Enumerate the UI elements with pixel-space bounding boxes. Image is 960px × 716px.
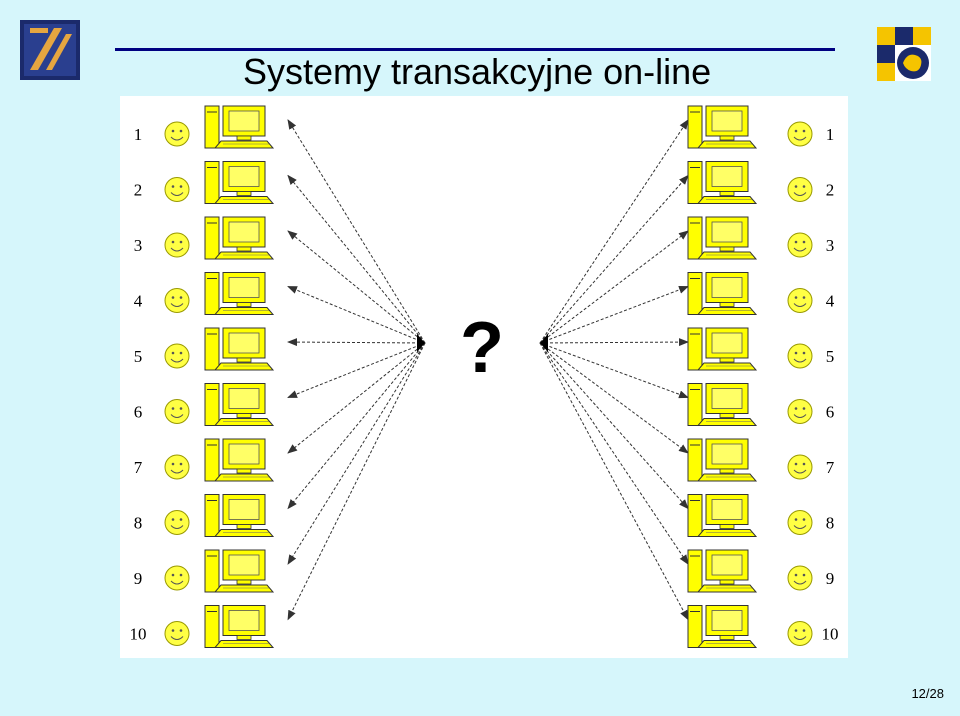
- smiley-icon: [164, 565, 190, 591]
- left-arrow: [287, 174, 426, 344]
- smiley-icon: [164, 232, 190, 258]
- left-user-number: 1: [134, 125, 143, 144]
- right-user-number: 5: [826, 347, 835, 366]
- smiley-icon: [164, 121, 190, 147]
- right-user-number: 1: [826, 125, 835, 144]
- right-user-number: 6: [826, 403, 835, 422]
- left-user-number: 9: [134, 569, 143, 588]
- left-arrow: [287, 342, 426, 565]
- computer-icon: [687, 272, 757, 315]
- left-arrow: [287, 286, 426, 344]
- right-user-number: 8: [826, 514, 835, 533]
- right-arrow: [539, 342, 689, 565]
- right-arrow: [539, 174, 689, 344]
- smiley-icon: [787, 454, 813, 480]
- computer-icon: [687, 494, 757, 537]
- smiley-icon: [787, 121, 813, 147]
- right-user-number: 4: [826, 292, 835, 311]
- computer-icon: [687, 383, 757, 426]
- computer-icon: [204, 605, 274, 648]
- smiley-icon: [787, 343, 813, 369]
- smiley-icon: [787, 565, 813, 591]
- question-mark: ?: [460, 308, 504, 388]
- page-number: 12/28: [911, 686, 944, 701]
- computer-icon: [204, 216, 274, 260]
- smiley-icon: [164, 510, 190, 535]
- right-user-number: 3: [826, 236, 835, 255]
- right-user-number: 2: [826, 181, 835, 200]
- left-user-number: 3: [134, 236, 143, 255]
- right-user-number: 7: [826, 458, 835, 477]
- smiley-icon: [164, 343, 190, 369]
- computer-icon: [204, 161, 274, 204]
- smiley-icon: [164, 288, 190, 313]
- right-arrow: [539, 342, 689, 399]
- right-arrow: [539, 285, 689, 344]
- right-arrow: [539, 342, 689, 454]
- left-user-number: 4: [134, 292, 143, 311]
- computer-icon: [687, 327, 757, 371]
- computer-icon: [687, 216, 757, 260]
- right-hub-arrowhead: [540, 334, 548, 352]
- computer-icon: [204, 105, 274, 149]
- left-arrow: [287, 342, 426, 398]
- left-user-number: 5: [134, 347, 143, 366]
- left-arrow: [287, 342, 426, 454]
- left-user-number: 7: [134, 458, 143, 477]
- university-logo: [20, 20, 80, 80]
- right-arrow: [539, 342, 689, 510]
- left-user-number: 10: [130, 625, 147, 644]
- computer-icon: [687, 438, 757, 482]
- left-arrow: [287, 230, 426, 344]
- right-user-number: 9: [826, 569, 835, 588]
- left-hub-arrowhead: [417, 334, 425, 352]
- right-arrow: [539, 230, 689, 344]
- smiley-icon: [787, 399, 813, 424]
- smiley-icon: [787, 510, 813, 535]
- smiley-icon: [787, 232, 813, 258]
- computer-icon: [204, 438, 274, 482]
- computer-icon: [204, 272, 274, 315]
- network-diagram: 1 2 3 4 5 6 7 8 9 10 1 2 3 4 5 6 7 8 9 10 ?: [130, 105, 839, 648]
- computer-icon: [204, 494, 274, 537]
- smiley-icon: [787, 621, 813, 646]
- title-rule: [115, 48, 835, 51]
- faculty-logo: [877, 27, 931, 81]
- left-user-number: 8: [134, 514, 143, 533]
- smiley-icon: [787, 177, 813, 202]
- right-user-number: 10: [822, 625, 839, 644]
- smiley-icon: [164, 177, 190, 202]
- computer-icon: [687, 161, 757, 204]
- slide-title: Systemy transakcyjne on-line: [243, 51, 712, 92]
- right-arrow: [539, 342, 689, 621]
- right-arrow: [539, 338, 689, 347]
- right-arrow: [539, 119, 689, 344]
- left-arrow: [287, 338, 426, 347]
- diagram-panel: 1 2 3 4 5 6 7 8 9 10 1 2 3 4 5 6 7 8 9 10 ?: [120, 96, 848, 658]
- smiley-icon: [164, 621, 190, 646]
- smiley-icon: [787, 288, 813, 313]
- left-user-number: 2: [134, 181, 143, 200]
- smiley-icon: [164, 454, 190, 480]
- computer-icon: [687, 549, 757, 593]
- smiley-icon: [164, 399, 190, 424]
- left-arrow: [287, 342, 426, 510]
- computer-icon: [204, 549, 274, 593]
- computer-icon: [204, 383, 274, 426]
- left-user-number: 6: [134, 403, 143, 422]
- left-arrow: [287, 342, 426, 621]
- left-arrow: [287, 119, 426, 344]
- computer-icon: [687, 105, 757, 149]
- computer-icon: [687, 605, 757, 648]
- computer-icon: [204, 327, 274, 371]
